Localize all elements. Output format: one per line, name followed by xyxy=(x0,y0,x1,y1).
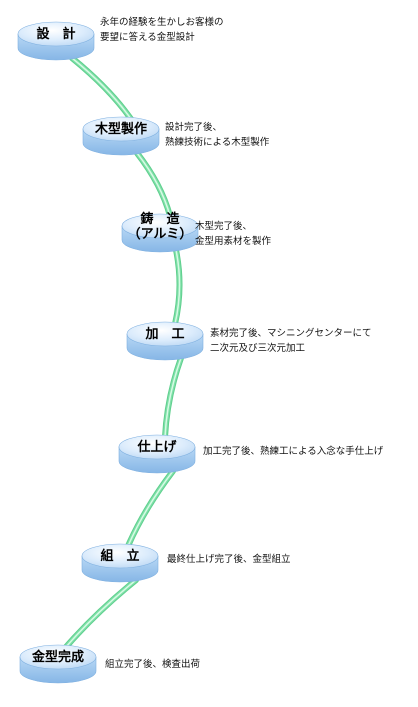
connector-line-highlight xyxy=(65,579,137,648)
description-line: 素材完了後、マシニングセンターにて xyxy=(210,328,372,339)
connector-line-highlight xyxy=(127,470,174,547)
stage-disc: 仕上げ xyxy=(118,434,196,474)
stage-title: 金型完成 xyxy=(31,649,84,665)
stage-title: 組 立 xyxy=(100,548,139,564)
stage-disc: 鋳 造（アルミ） xyxy=(121,211,199,253)
stage-title: 鋳 造 xyxy=(140,211,180,227)
disc-top xyxy=(126,321,204,347)
disc-top xyxy=(81,543,159,569)
description-line: 木型完了後、 xyxy=(195,221,253,232)
stage-title: 仕上げ xyxy=(136,439,177,455)
stage-description: 加工完了後、熟練工による入念な手仕上げ xyxy=(203,444,383,459)
connector-line-highlight xyxy=(164,357,182,438)
disc-top xyxy=(82,116,160,142)
stage-description: 設計完了後、熟練技術による木型製作 xyxy=(165,120,269,150)
description-line: 加工完了後、熟練工による入念な手仕上げ xyxy=(203,446,384,457)
disc-top xyxy=(121,213,199,239)
stage-disc: 木型製作 xyxy=(82,116,160,156)
disc-top xyxy=(19,644,97,670)
connector-group xyxy=(63,55,184,650)
connector-line-highlight xyxy=(71,57,132,120)
description-line: 二次元及び三次元加工 xyxy=(210,343,306,354)
stage-description: 組立完了後、検査出荷 xyxy=(105,657,200,672)
stage-disc: 金型完成 xyxy=(19,644,97,684)
description-line: 最終仕上げ完了後、金型組立 xyxy=(167,554,291,565)
stage-disc: 設 計 xyxy=(17,21,95,61)
connector-line-body xyxy=(135,151,172,218)
stage-title: （アルミ） xyxy=(128,226,193,242)
description-line: 熟練技術による木型製作 xyxy=(165,137,270,148)
connector-line-highlight xyxy=(136,152,171,217)
description-line: 永年の経験を生かしお客様の xyxy=(100,17,224,28)
stage-description: 素材完了後、マシニングセンターにて二次元及び三次元加工 xyxy=(210,326,372,356)
disc-top xyxy=(118,434,196,460)
description-line: 金型用素材を製作 xyxy=(195,236,272,247)
stage-disc: 加 工 xyxy=(126,321,204,361)
description-line: 要望に答える金型設計 xyxy=(100,32,195,43)
description-line: 組立完了後、検査出荷 xyxy=(105,659,201,670)
stage-title: 設 計 xyxy=(36,26,75,42)
stage-title: 加 工 xyxy=(144,327,184,342)
stage-disc: 組 立 xyxy=(81,543,159,583)
description-line: 設計完了後、 xyxy=(165,122,223,133)
connector-line-highlight xyxy=(174,249,181,325)
stage-description: 永年の経験を生かしお客様の要望に答える金型設計 xyxy=(100,15,224,45)
stage-description: 最終仕上げ完了後、金型組立 xyxy=(167,552,291,567)
stage-description: 木型完了後、金型用素材を製作 xyxy=(195,219,271,249)
stage-title: 木型製作 xyxy=(94,121,147,137)
disc-top xyxy=(17,21,95,47)
